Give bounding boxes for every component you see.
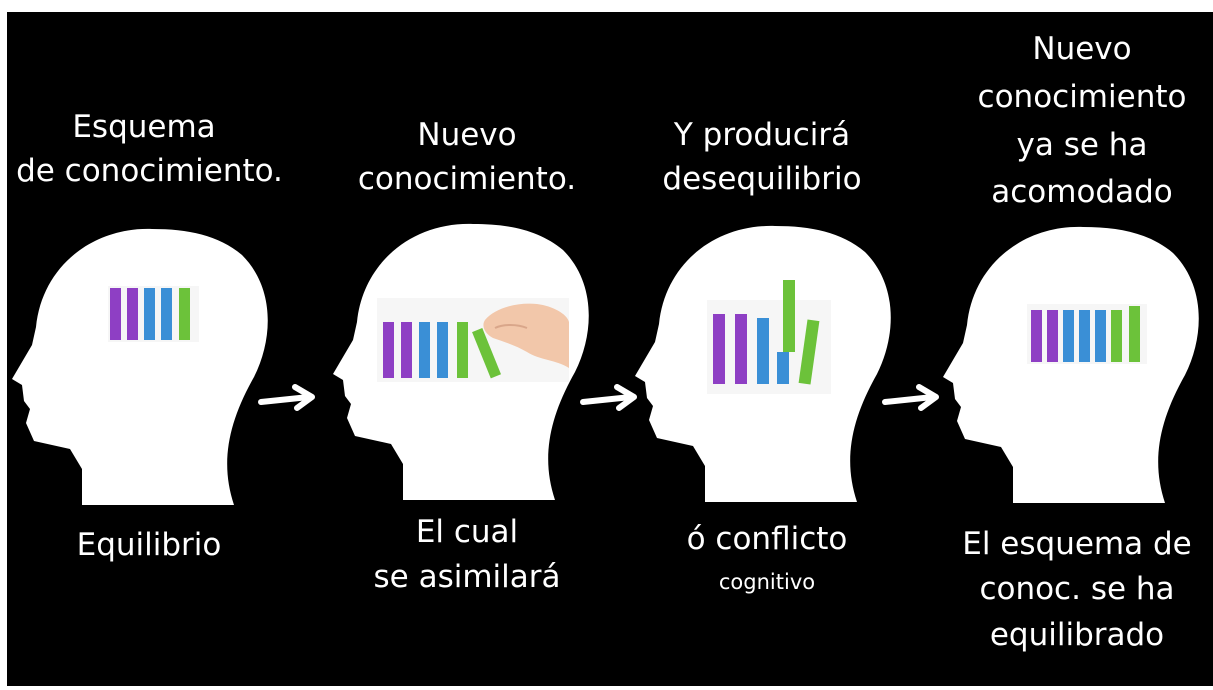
stage-2-title-line-2: conocimiento.: [357, 161, 577, 197]
stage-4-title-line-1: Nuevo: [1032, 31, 1132, 67]
stage-2-bar-graph-with-hand-icon: [377, 298, 569, 382]
head-silhouette-icon: [943, 226, 1199, 503]
stage-2-title-line-1: Nuevo: [417, 117, 517, 153]
stage-2-caption-line-1: El cual: [415, 514, 519, 550]
stage-4-bar-graph-icon: [1027, 302, 1147, 364]
stage-1-bar-graph-icon: [107, 280, 200, 342]
stage-4-title-line-4: acomodado: [991, 174, 1173, 210]
stage-4-title-line-3: ya se ha: [1016, 127, 1148, 163]
diagram-slide: Esquema de conocimiento. Equilibrio Nuev…: [7, 12, 1213, 686]
stage-1-title-line-1: Esquema: [72, 109, 216, 145]
arrow-right-icon: [882, 384, 939, 411]
stage-4-title-line-2: conocimiento: [977, 79, 1187, 115]
head-silhouette-icon: [12, 228, 268, 505]
stage-3-unbalanced-bar-graph-icon: [707, 270, 831, 394]
stage-4-caption-line-3: equilibrado: [989, 617, 1165, 653]
stage-2-caption-line-2: se asimilará: [373, 559, 561, 595]
stage-1-caption-line-1: Equilibrio: [76, 527, 222, 563]
stage-4-caption-line-1: El esquema de: [962, 526, 1192, 562]
arrow-right-icon: [258, 384, 315, 411]
stage-4-caption-line-2: conoc. se ha: [979, 571, 1175, 607]
arrow-right-icon: [580, 384, 637, 411]
stage-3-title-line-1: Y producirá: [673, 117, 851, 153]
stage-3-caption-line-1: ó conflicto: [686, 521, 848, 557]
stage-1-title-line-2: de conocimiento.: [16, 153, 283, 189]
stage-3-title-line-2: desequilibrio: [662, 161, 862, 197]
stage-3-caption-line-2: cognitivo: [718, 570, 816, 594]
